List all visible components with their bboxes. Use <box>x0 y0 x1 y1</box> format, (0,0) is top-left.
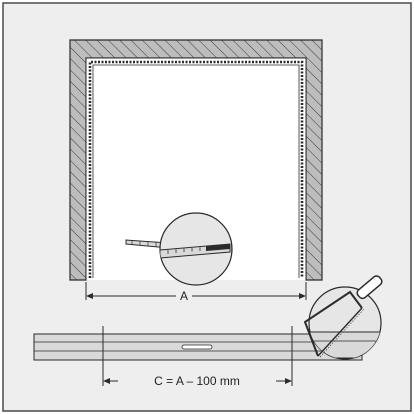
dimension-c <box>102 326 293 386</box>
dimension-c-label: C = A – 100 mm <box>154 374 240 388</box>
led-strip <box>88 60 304 278</box>
dimension-a-label: A <box>180 289 188 303</box>
tape-measure-icon <box>125 212 233 286</box>
dimension-a <box>85 282 307 300</box>
rail-slot <box>181 344 213 350</box>
profile-rail <box>33 333 363 361</box>
wall-inner-edge <box>85 57 307 280</box>
hacksaw-icon <box>303 275 383 360</box>
